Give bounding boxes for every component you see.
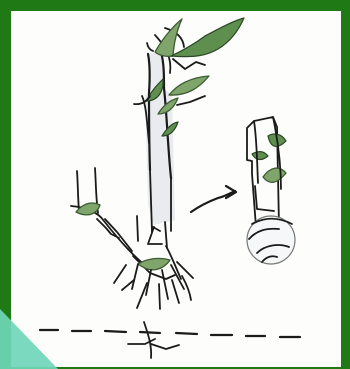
detail-leaf: [263, 168, 286, 182]
detail-cutting: [247, 117, 295, 264]
curved-arrow: [191, 186, 236, 212]
detail-node-left: [252, 152, 268, 160]
root-collar: [138, 258, 170, 269]
middle-leaf: [169, 76, 209, 95]
upper-left-leaf: [155, 19, 182, 56]
main-plant: [71, 18, 244, 309]
ground-line: [40, 322, 300, 358]
upper-right-leaf: [171, 18, 244, 57]
